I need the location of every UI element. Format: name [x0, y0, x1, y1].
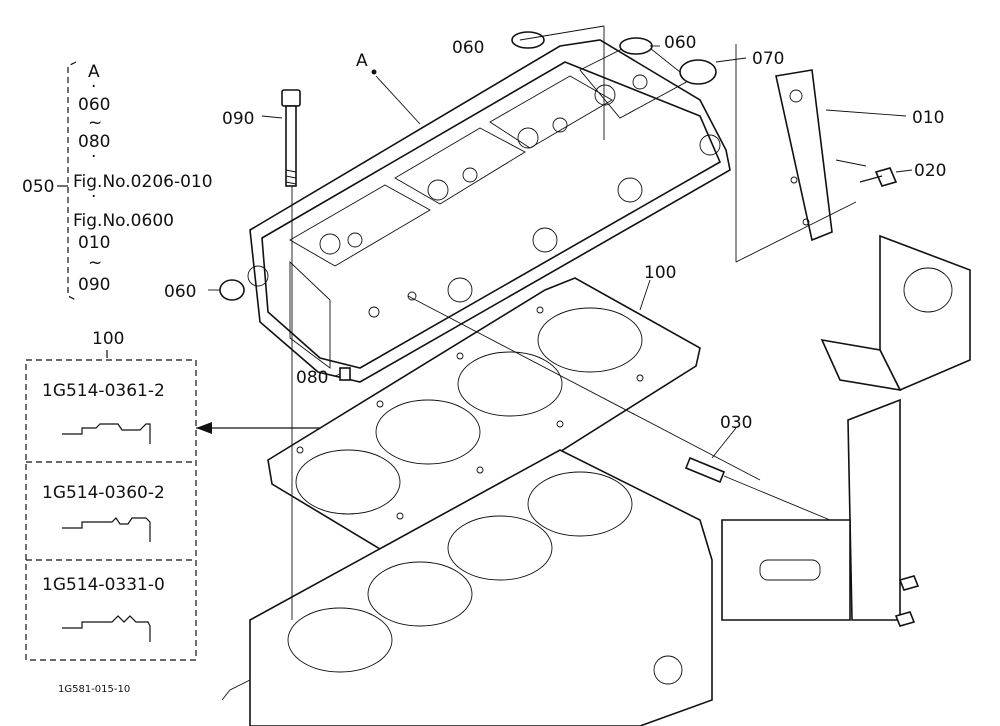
group-050-line-8: Fig.No.0600 [73, 211, 174, 231]
group-050-line-7: · [91, 187, 96, 207]
gasket-box-arrowhead [196, 422, 212, 434]
group-050-line-10: ~ [88, 253, 102, 273]
group-050-line-4: 080 [78, 132, 110, 152]
seal-060-top-right [619, 37, 653, 55]
callout-090: 090 [222, 109, 254, 129]
gasket-variant-1: 1G514-0361-2 [42, 381, 165, 401]
cylinder-head [247, 39, 731, 383]
group-050-line-2: 060 [78, 95, 110, 115]
callout-100: 100 [644, 263, 676, 283]
callout-080: 080 [296, 368, 328, 388]
gasket-profile-2 [62, 517, 151, 542]
callout-020: 020 [914, 161, 946, 181]
plug-070 [679, 59, 717, 85]
seal-060-top-left [511, 31, 545, 49]
callout-labels: 060 060 060 070 010 020 090 080 100 030 … [58, 33, 946, 695]
callout-a: A [356, 51, 368, 71]
gasket-profile-1 [62, 423, 151, 444]
leader-lines [208, 25, 913, 620]
seal-060-side [219, 279, 245, 301]
gasket-box-label: 100 [92, 329, 124, 349]
plate-010 [775, 69, 833, 242]
callout-060-top-right: 060 [664, 33, 696, 53]
group-050-line-9: 010 [78, 233, 110, 253]
callout-060-side: 060 [164, 282, 196, 302]
group-050-list: 050 A · 060 ~ 080 · Fig.No.0206-010 · Fi… [22, 61, 213, 301]
group-050-line-11: 090 [78, 275, 110, 295]
nut-080 [339, 367, 351, 381]
gasket-variant-box: 100 1G514-0361-2 1G514-0360-2 1G514-0331… [25, 329, 330, 661]
gasket-profile-3 [62, 615, 151, 642]
bolt-020 [859, 167, 898, 187]
group-050-line-3: ~ [88, 113, 102, 133]
group-050-line-6: Fig.No.0206-010 [73, 172, 213, 192]
group-050-line-5: · [91, 147, 96, 167]
callout-060-top-left: 060 [452, 38, 484, 58]
mounting-bracket [721, 234, 971, 627]
callout-030: 030 [720, 413, 752, 433]
gasket-box-frame [25, 359, 197, 661]
callout-070: 070 [752, 49, 784, 69]
callout-010: 010 [912, 108, 944, 128]
gasket-variant-3: 1G514-0331-0 [42, 575, 165, 595]
gasket-variant-2: 1G514-0360-2 [42, 483, 165, 503]
figure-id: 1G581-015-10 [58, 684, 130, 695]
engine-block [221, 449, 713, 726]
group-050-label: 050 [22, 177, 54, 197]
group-050-bracket [67, 61, 77, 301]
stud-030 [684, 456, 831, 521]
head-gasket [267, 277, 701, 553]
group-050-line-0: A [88, 62, 100, 82]
bolt-090 [281, 89, 301, 187]
group-050-line-1: · [91, 77, 96, 97]
